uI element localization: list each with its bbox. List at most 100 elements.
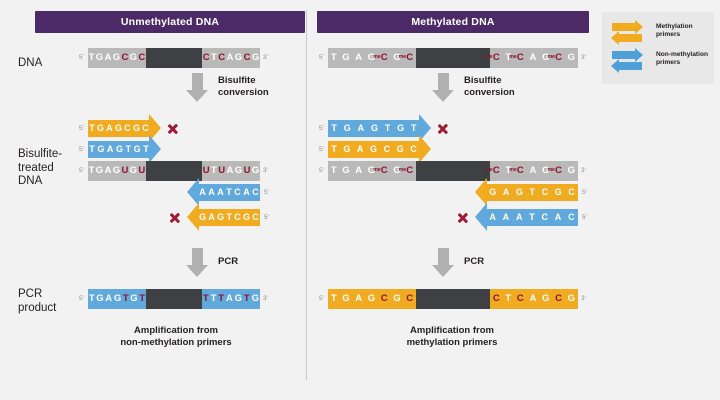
base-T: T xyxy=(330,293,337,304)
base-G: G xyxy=(96,123,104,133)
base-A: A xyxy=(243,187,250,197)
base-G: G xyxy=(567,52,576,63)
base-C: C xyxy=(202,52,210,63)
base-C: C xyxy=(142,123,149,133)
base-G: G xyxy=(97,144,105,154)
base-G: G xyxy=(342,293,350,304)
bisulfite-conversion-arrow xyxy=(186,73,208,102)
prime-3-label: 3' xyxy=(263,295,268,302)
base-A: A xyxy=(208,187,215,197)
base-G: G xyxy=(129,165,138,176)
bisulfite-conversion-arrow xyxy=(432,73,454,102)
base-T: T xyxy=(202,293,209,304)
base-A: A xyxy=(104,165,112,176)
base-G: G xyxy=(393,52,401,63)
legend-label-line: Methylation xyxy=(656,23,693,30)
arrow-tip xyxy=(432,90,454,102)
prime-5-label: 5' xyxy=(319,167,324,174)
proc-text-line: Bisulfite xyxy=(464,75,502,86)
base-C: C xyxy=(380,293,388,304)
base-C: C xyxy=(410,144,417,154)
prime-5-label: 5' xyxy=(79,125,84,132)
pcr-arrow xyxy=(432,248,454,277)
base-G: G xyxy=(113,293,122,304)
arrow-shaft xyxy=(437,73,449,91)
base-T: T xyxy=(210,52,217,63)
legend-item-methylation-primers: Methylation primers xyxy=(611,19,712,45)
legend-label: Non-methylation primers xyxy=(656,51,718,67)
base-T: T xyxy=(529,212,535,222)
base-U: U xyxy=(138,165,146,176)
prime-5-label: 5' xyxy=(319,125,324,132)
row-label-line: treated xyxy=(18,161,54,174)
base-T: T xyxy=(143,144,149,154)
base-G: G xyxy=(217,212,225,222)
base-T: T xyxy=(505,165,512,176)
base-G: G xyxy=(114,123,122,133)
base-U: U xyxy=(121,165,129,176)
prime-5-label: 5' xyxy=(319,295,324,302)
primer-arrowhead xyxy=(187,178,199,206)
pcr-arrow-label: PCR xyxy=(218,256,238,268)
strand-gap xyxy=(146,289,202,309)
base-T: T xyxy=(88,165,95,176)
methyl-superscript: me xyxy=(485,167,493,173)
legend-label-line: primers xyxy=(656,59,681,66)
base-G: G xyxy=(542,165,550,176)
methyl-superscript: me xyxy=(547,54,555,60)
caption-line: non-methylation primers xyxy=(120,337,232,348)
base-A: A xyxy=(225,293,233,304)
base-G: G xyxy=(234,293,243,304)
strand-gap xyxy=(416,289,490,309)
base-A: A xyxy=(355,52,363,63)
methyl-superscript: me xyxy=(398,54,406,60)
base-T: T xyxy=(89,144,95,154)
base-C: C xyxy=(516,293,524,304)
panel-title-text: Unmethylated DNA xyxy=(120,16,220,28)
base-T: T xyxy=(139,293,146,304)
base-T: T xyxy=(243,293,250,304)
base-G: G xyxy=(251,52,260,63)
caption-line: methylation primers xyxy=(406,337,498,348)
base-G: G xyxy=(567,165,576,176)
base-G: G xyxy=(343,123,351,133)
base-A: A xyxy=(105,293,113,304)
base-A: A xyxy=(104,52,112,63)
legend-label: Methylation primers xyxy=(656,23,718,39)
primer-arrowhead xyxy=(475,178,487,206)
base-T: T xyxy=(529,187,536,197)
base-C: C xyxy=(218,52,226,63)
base-T: T xyxy=(210,165,217,176)
base-T: T xyxy=(88,52,95,63)
prime-5-label: 5' xyxy=(264,214,269,221)
row-label-pcr-product: PCR product xyxy=(18,288,56,315)
proc-text-line: PCR xyxy=(218,256,239,267)
base-C: C xyxy=(138,52,146,63)
panel-title-unmethylated: Unmethylated DNA xyxy=(35,11,305,33)
base-T: T xyxy=(122,293,129,304)
base-A: A xyxy=(355,165,363,176)
proc-text-line: Bisulfite xyxy=(218,75,256,86)
row-label-bisulfite-treated-dna: Bisulfite- treated DNA xyxy=(18,148,62,189)
